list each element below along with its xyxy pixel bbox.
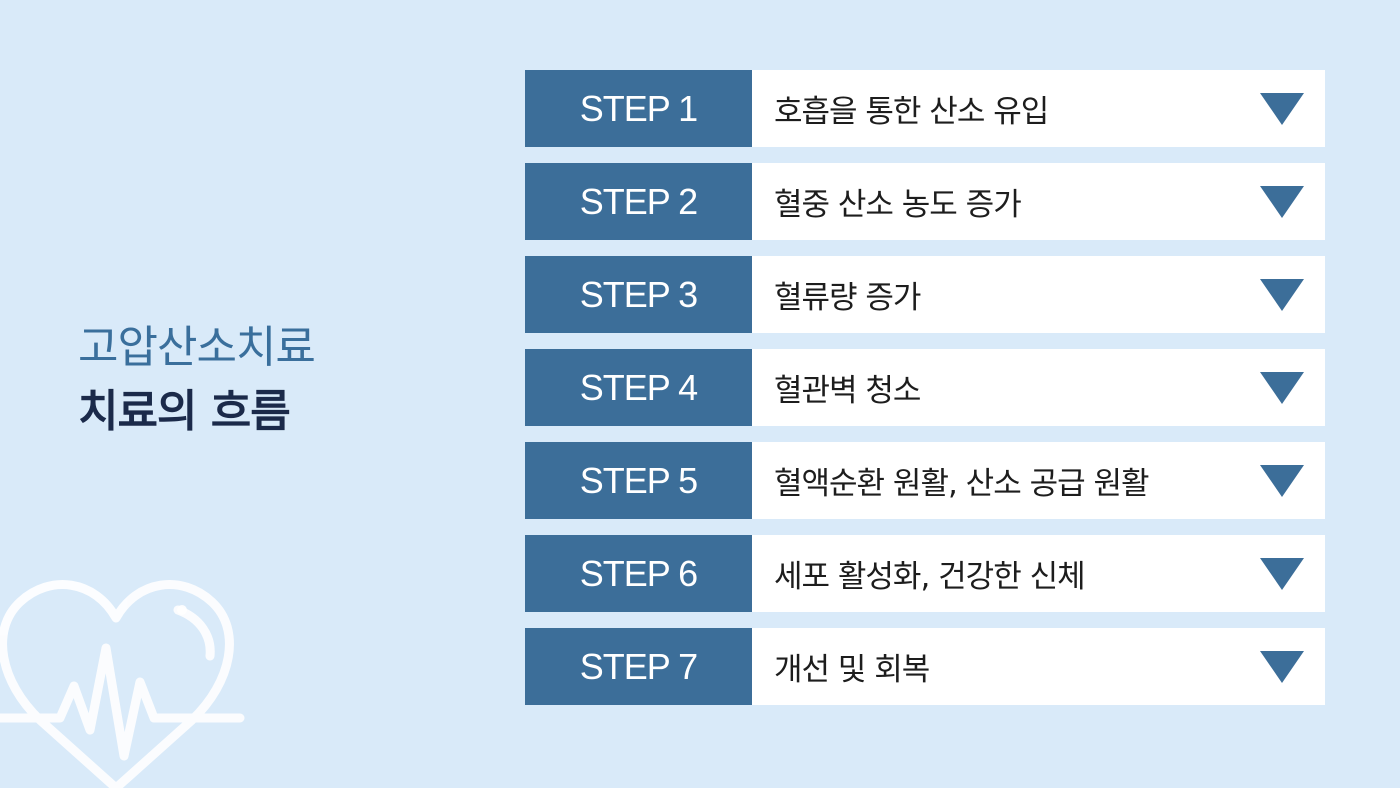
- step-item-7[interactable]: STEP 7 개선 및 회복: [525, 628, 1325, 705]
- triangle-down-icon[interactable]: [1233, 163, 1325, 240]
- step-item-2[interactable]: STEP 2 혈중 산소 농도 증가: [525, 163, 1325, 240]
- step-label: STEP 2: [525, 163, 752, 240]
- triangle-down-icon[interactable]: [1233, 628, 1325, 705]
- triangle-down-icon[interactable]: [1233, 349, 1325, 426]
- step-label: STEP 5: [525, 442, 752, 519]
- step-label: STEP 4: [525, 349, 752, 426]
- step-text: 세포 활성화, 건강한 신체: [774, 559, 1086, 595]
- step-text: 혈류량 증가: [774, 280, 921, 316]
- step-item-6[interactable]: STEP 6 세포 활성화, 건강한 신체: [525, 535, 1325, 612]
- step-item-1[interactable]: STEP 1 호흡을 통한 산소 유입: [525, 70, 1325, 147]
- triangle-down-icon[interactable]: [1233, 535, 1325, 612]
- step-text: 혈관벽 청소: [774, 373, 921, 409]
- step-text: 개선 및 회복: [774, 652, 930, 688]
- step-item-4[interactable]: STEP 4 혈관벽 청소: [525, 349, 1325, 426]
- step-label: STEP 7: [525, 628, 752, 705]
- step-text: 호흡을 통한 산소 유입: [774, 94, 1049, 130]
- title-block: 고압산소치료 치료의 흐름: [78, 316, 316, 444]
- heart-pulse-icon: [0, 580, 245, 788]
- step-text: 혈중 산소 농도 증가: [774, 187, 1022, 223]
- step-label: STEP 6: [525, 535, 752, 612]
- triangle-down-icon[interactable]: [1233, 70, 1325, 147]
- step-label: STEP 1: [525, 70, 752, 147]
- page-title: 고압산소치료: [78, 322, 316, 373]
- step-item-5[interactable]: STEP 5 혈액순환 원활, 산소 공급 원활: [525, 442, 1325, 519]
- step-text: 혈액순환 원활, 산소 공급 원활: [774, 466, 1150, 502]
- step-label: STEP 3: [525, 256, 752, 333]
- triangle-down-icon[interactable]: [1233, 442, 1325, 519]
- page-subtitle: 치료의 흐름: [78, 386, 291, 437]
- step-item-3[interactable]: STEP 3 혈류량 증가: [525, 256, 1325, 333]
- triangle-down-icon[interactable]: [1233, 256, 1325, 333]
